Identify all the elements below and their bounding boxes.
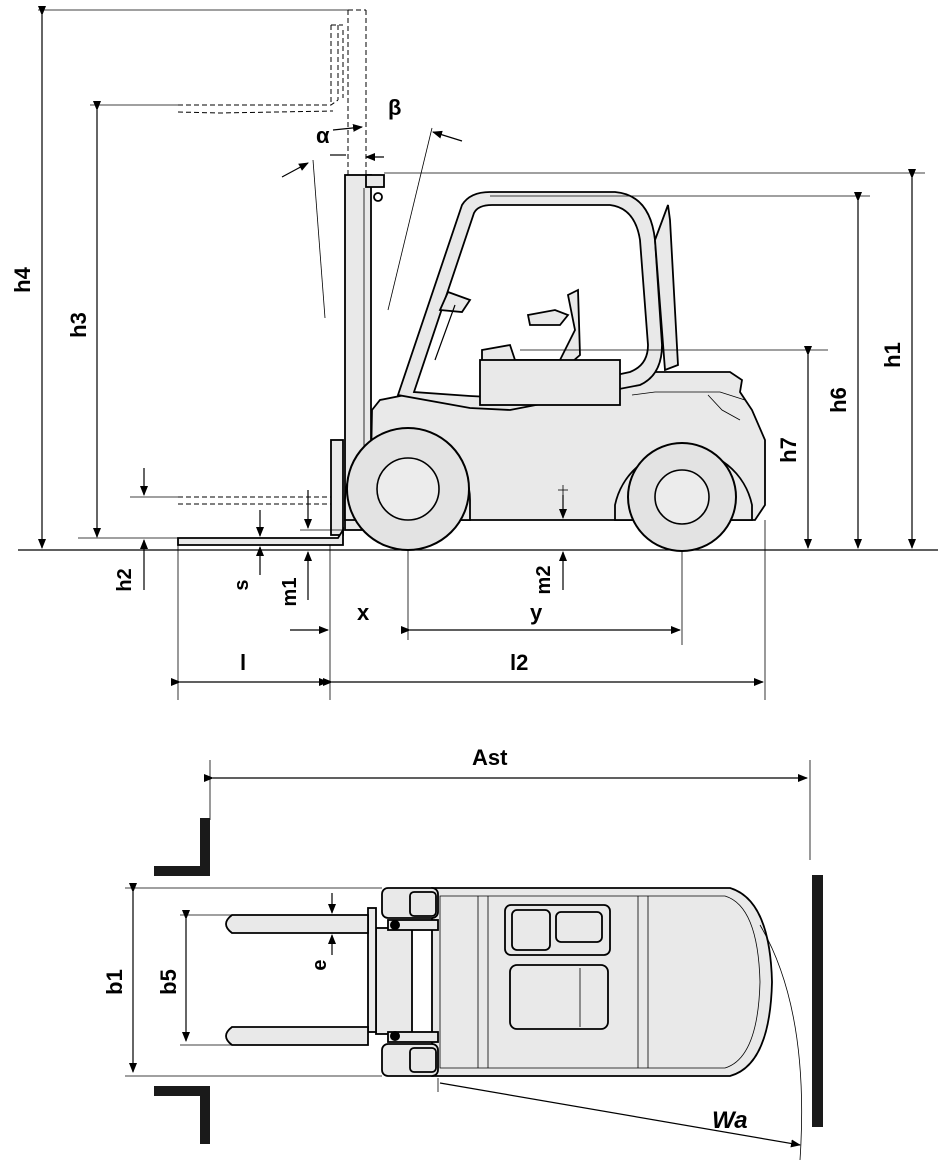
label-e: e	[309, 959, 331, 970]
label-x: x	[357, 600, 370, 625]
seat-and-wheel	[434, 288, 621, 406]
aisle-wall-right	[812, 875, 823, 1127]
label-h7: h7	[776, 437, 801, 463]
label-h4: h4	[10, 266, 35, 292]
label-Ast: Ast	[472, 745, 508, 770]
label-h3: h3	[66, 312, 91, 338]
label-h1: h1	[880, 342, 905, 368]
label-y: y	[530, 600, 543, 625]
label-beta: β	[388, 95, 401, 120]
truck-top	[225, 887, 773, 1077]
aisle-corner-bottom	[154, 1086, 210, 1144]
label-h2: h2	[114, 568, 136, 591]
side-labels: h4 h3 h2 s m1 m2 h1 h6 h7 α β x y l l2	[10, 95, 905, 675]
fork	[177, 439, 344, 546]
label-l2: l2	[510, 650, 528, 675]
raised-mast-outline	[177, 9, 367, 505]
label-Wa: Wa	[712, 1107, 748, 1134]
label-h6: h6	[826, 387, 851, 413]
label-m1: m1	[279, 578, 301, 607]
front-wheel	[346, 427, 470, 551]
aisle-corner-top	[154, 818, 210, 876]
label-s: s	[231, 579, 253, 590]
label-b5: b5	[156, 969, 181, 995]
top-labels: Ast b1 b5 e Wa	[102, 745, 748, 1134]
label-b1: b1	[102, 969, 127, 995]
label-m2: m2	[533, 566, 555, 595]
label-alpha: α	[316, 123, 330, 148]
top-view	[125, 760, 823, 1161]
side-view	[18, 6, 938, 700]
label-l: l	[240, 650, 246, 675]
rear-wheel	[627, 442, 737, 552]
